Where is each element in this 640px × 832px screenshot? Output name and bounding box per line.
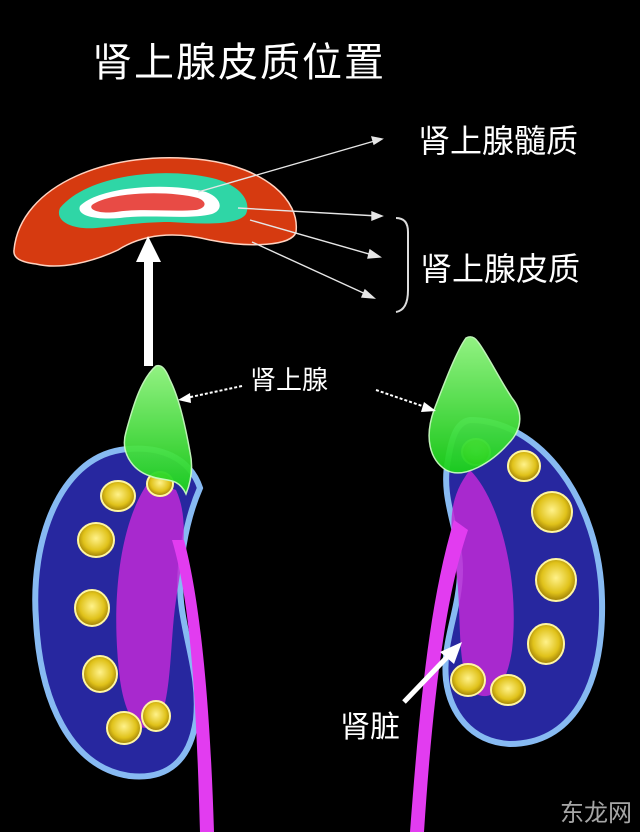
papilla xyxy=(507,450,541,482)
papilla xyxy=(106,711,142,745)
label-adrenal-gland: 肾上腺 xyxy=(250,366,329,396)
right-ureter xyxy=(410,520,468,832)
pointer-arrow-icon xyxy=(360,288,377,299)
papilla xyxy=(82,655,118,693)
page-title: 肾上腺皮质位置 xyxy=(92,40,386,86)
kidney-pointer xyxy=(402,642,462,704)
leader-line-cortex-3 xyxy=(251,241,371,297)
papilla xyxy=(100,480,136,512)
pointer-arrow-icon xyxy=(367,248,382,259)
medulla-core xyxy=(91,193,205,213)
pointer-arrow-icon xyxy=(421,402,436,412)
pointer-arrow-icon xyxy=(440,642,462,664)
right-kidney xyxy=(410,416,606,832)
pointer-arrow-icon xyxy=(178,393,191,403)
up-arrow-icon xyxy=(136,236,161,366)
left-renal-pelvis xyxy=(116,480,184,728)
left-adrenal-gland xyxy=(123,364,193,496)
papilla xyxy=(74,589,110,627)
cortex-bracket xyxy=(395,217,409,313)
papilla xyxy=(531,491,573,533)
label-adrenal-medulla: 肾上腺髓质 xyxy=(418,122,579,160)
papilla xyxy=(535,558,577,602)
adrenal-pointers xyxy=(178,385,436,412)
leader-line-cortex-1 xyxy=(237,207,379,217)
pointer-arrow-icon xyxy=(371,136,384,146)
papilla xyxy=(450,663,486,697)
right-renal-pelvis xyxy=(451,470,514,697)
label-kidney: 肾脏 xyxy=(340,710,400,745)
adrenal-cross-section xyxy=(13,157,297,267)
left-ureter xyxy=(172,540,214,832)
papilla xyxy=(141,700,171,732)
leader-line-medulla xyxy=(197,139,379,193)
pointer-arrow-icon xyxy=(371,210,384,222)
papilla xyxy=(77,522,115,558)
watermark: 东龙网 xyxy=(560,799,632,827)
leader-line-cortex-2 xyxy=(249,219,377,257)
papilla xyxy=(527,623,565,665)
leader-lines xyxy=(197,136,384,299)
left-kidney xyxy=(32,445,214,832)
label-adrenal-cortex: 肾上腺皮质 xyxy=(420,250,581,288)
papilla xyxy=(490,674,526,706)
